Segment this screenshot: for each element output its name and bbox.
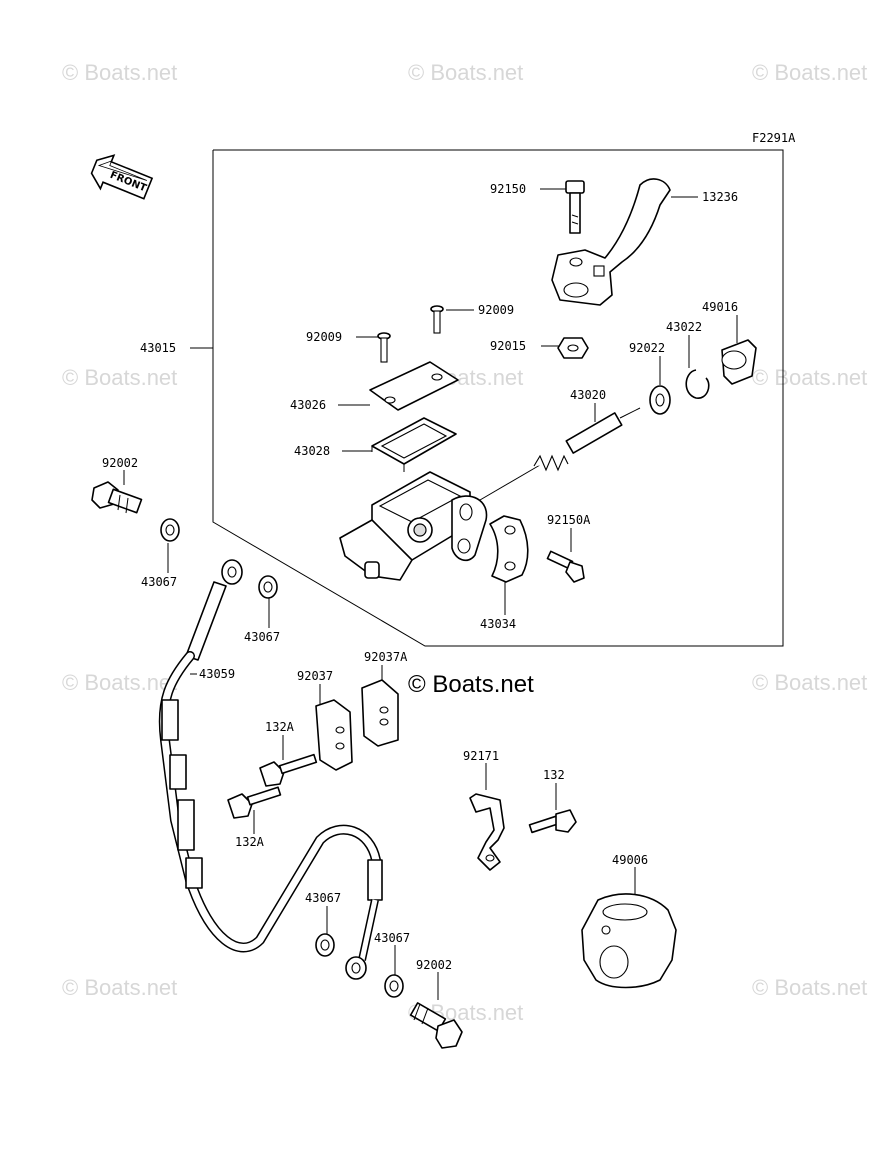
watermark-text: © Boats.net <box>62 60 177 85</box>
piston-43020 <box>479 407 641 501</box>
washer-43067-a <box>160 518 180 542</box>
watermark-text: © Boats.net <box>62 365 177 390</box>
master-cylinder-body <box>339 471 488 581</box>
part-label-43034[interactable]: 43034 <box>480 617 516 631</box>
part-label-43067-c[interactable]: 43067 <box>305 891 341 905</box>
banjo-bolt-92002-upper <box>91 481 143 514</box>
reservoir-cap-43026 <box>369 361 459 411</box>
part-label-43022[interactable]: 43022 <box>666 320 702 334</box>
part-label-92002-lower[interactable]: 92002 <box>416 958 452 972</box>
hose-holder-92037A <box>361 679 399 747</box>
washer-92022 <box>649 385 671 415</box>
part-label-92037[interactable]: 92037 <box>297 669 333 683</box>
brake-hose-43059 <box>158 559 383 980</box>
washer-43067-b <box>258 575 278 599</box>
watermark-text: © Boats.net <box>752 365 867 390</box>
figure-code: F2291A <box>752 131 796 145</box>
nut-92015 <box>557 337 589 359</box>
part-label-92009-lower[interactable]: 92009 <box>306 330 342 344</box>
washer-43067-c <box>315 933 335 957</box>
part-label-132A-lower[interactable]: 132A <box>235 835 265 849</box>
part-label-132[interactable]: 132 <box>543 768 565 782</box>
diaphragm-43028 <box>371 417 457 472</box>
brake-lever-13236 <box>551 178 671 306</box>
part-label-43015[interactable]: 43015 <box>140 341 176 355</box>
part-label-92002-upper[interactable]: 92002 <box>102 456 138 470</box>
assembly-frame <box>212 149 784 647</box>
part-label-43067-a[interactable]: 43067 <box>141 575 177 589</box>
front-arrow-icon: FRONT <box>90 154 154 200</box>
part-label-92009-upper[interactable]: 92009 <box>478 303 514 317</box>
part-label-92150[interactable]: 92150 <box>490 182 526 196</box>
part-label-49006[interactable]: 49006 <box>612 853 648 867</box>
bolt-92150A <box>546 550 585 583</box>
part-labels: 92150 13236 92009 92009 43015 92015 4901… <box>102 182 738 972</box>
banjo-bolt-92002-lower <box>409 1002 463 1049</box>
part-label-43067-d[interactable]: 43067 <box>374 931 410 945</box>
part-label-92150A[interactable]: 92150A <box>547 513 591 527</box>
part-label-49016[interactable]: 49016 <box>702 300 738 314</box>
boot-49016 <box>721 339 757 385</box>
clamp-43034 <box>489 515 529 583</box>
circlip-43022 <box>685 369 710 399</box>
part-label-43020[interactable]: 43020 <box>570 388 606 402</box>
part-label-132A-upper[interactable]: 132A <box>265 720 295 734</box>
hose-holder-92037 <box>315 699 353 771</box>
part-label-92015[interactable]: 92015 <box>490 339 526 353</box>
bracket-92171 <box>469 793 505 871</box>
watermark-text: © Boats.net <box>408 60 523 85</box>
part-label-43059[interactable]: 43059 <box>199 667 235 681</box>
part-label-92037A[interactable]: 92037A <box>364 650 408 664</box>
screw-92009-upper <box>430 305 444 334</box>
watermark-main: © Boats.net <box>408 671 534 698</box>
bolt-132A-upper <box>259 753 318 787</box>
watermark-text: © Boats.net <box>62 670 177 695</box>
part-label-43028[interactable]: 43028 <box>294 444 330 458</box>
part-label-43026[interactable]: 43026 <box>290 398 326 412</box>
pivot-bolt-92150 <box>565 180 585 234</box>
part-label-92022[interactable]: 92022 <box>629 341 665 355</box>
watermark-text: © Boats.net <box>752 975 867 1000</box>
bolt-132A-lower <box>227 786 282 819</box>
part-label-92171[interactable]: 92171 <box>463 749 499 763</box>
watermark-text: © Boats.net <box>752 60 867 85</box>
part-label-43067-b[interactable]: 43067 <box>244 630 280 644</box>
cover-49006 <box>581 893 677 989</box>
washer-43067-d <box>384 974 404 998</box>
watermark-text: © Boats.net <box>62 975 177 1000</box>
watermark-text: © Boats.net <box>752 670 867 695</box>
bolt-132 <box>528 809 577 834</box>
screw-92009-lower <box>377 332 391 363</box>
part-label-13236[interactable]: 13236 <box>702 190 738 204</box>
